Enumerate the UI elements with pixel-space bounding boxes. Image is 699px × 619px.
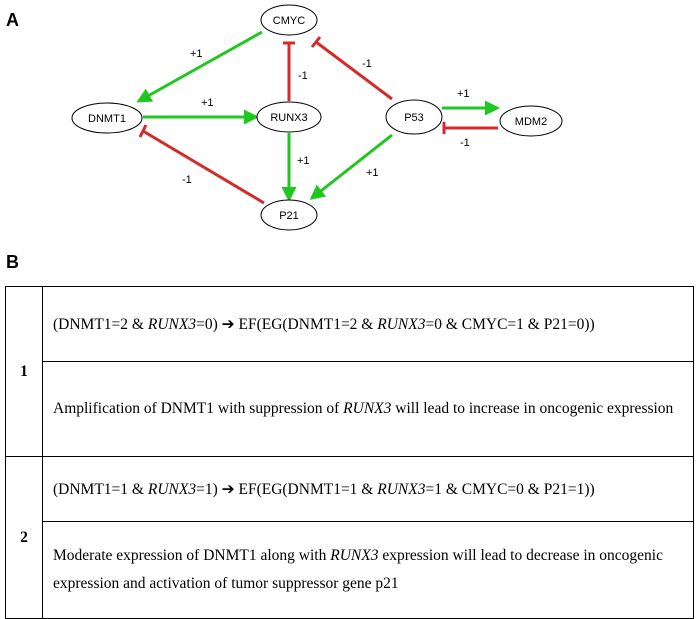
edge-weight-label: -1 — [362, 58, 372, 70]
implies-arrow-icon: ➔ — [221, 479, 235, 498]
edge-p21-to-dnmt1 — [142, 129, 265, 205]
node-mdm2: MDM2 — [499, 105, 563, 137]
panel-label-a: A — [6, 10, 19, 30]
rule-description: Amplification of DNMT1 with suppression … — [42, 361, 694, 457]
table-row: Moderate expression of DNMT1 along with … — [6, 521, 694, 619]
edge-weight-label: -1 — [182, 174, 192, 186]
implies-arrow-icon: ➔ — [221, 314, 235, 333]
panel-label-b: B — [6, 252, 19, 272]
edge-weight-label: -1 — [298, 70, 308, 82]
table-row: 2 (DNMT1=1 & RUNX3=1) ➔ EF(EG(DNMT1=1 & … — [5, 456, 694, 619]
node-label: P21 — [279, 210, 299, 222]
edge-cmyc-to-dnmt1 — [136, 30, 263, 103]
rules-table: 1 (DNMT1=2 & RUNX3=0) ➔ EF(EG(DNMT1=2 & … — [5, 286, 694, 619]
node-runx3: RUNX3 — [256, 101, 322, 133]
node-label: RUNX3 — [270, 112, 307, 124]
ctl-expression: (DNMT1=1 & RUNX3=1) ➔ EF(EG(DNMT1=1 & RU… — [42, 456, 694, 522]
node-label: DNMT1 — [88, 113, 126, 125]
node-label: MDM2 — [515, 116, 547, 128]
edge-weight-label: +1 — [457, 88, 470, 100]
row-index: 1 — [5, 286, 43, 457]
edge-weight-label: -1 — [460, 137, 470, 149]
node-label: CMYC — [273, 15, 305, 27]
edge-weight-label: +1 — [297, 155, 310, 167]
node-p21: P21 — [260, 199, 318, 231]
edge-weight-label: +1 — [201, 97, 214, 109]
rule-description: Moderate expression of DNMT1 along with … — [42, 521, 694, 619]
edge-p53-to-cmyc-bar — [310, 36, 322, 48]
edge-p21-to-dnmt1-bar — [138, 124, 148, 138]
edge-weight-label: +1 — [366, 167, 379, 179]
ctl-expression: (DNMT1=2 & RUNX3=0) ➔ EF(EG(DNMT1=2 & RU… — [42, 286, 694, 362]
node-p53: P53 — [385, 99, 443, 135]
edge-weight-label: +1 — [190, 48, 203, 60]
table-row: 1 (DNMT1=2 & RUNX3=0) ➔ EF(EG(DNMT1=2 & … — [5, 286, 694, 457]
row-index: 2 — [5, 456, 43, 619]
edge-p53-to-p21 — [309, 133, 393, 200]
node-cmyc: CMYC — [260, 4, 318, 36]
node-dnmt1: DNMT1 — [71, 102, 143, 134]
table-row: Amplification of DNMT1 with suppression … — [6, 361, 694, 457]
edge-p53-to-cmyc — [315, 40, 393, 101]
network-diagram: +1 -1 -1 +1 +1 -1 +1 +1 -1 CMYC DNMT1 RU… — [71, 4, 563, 231]
node-label: P53 — [404, 112, 424, 124]
